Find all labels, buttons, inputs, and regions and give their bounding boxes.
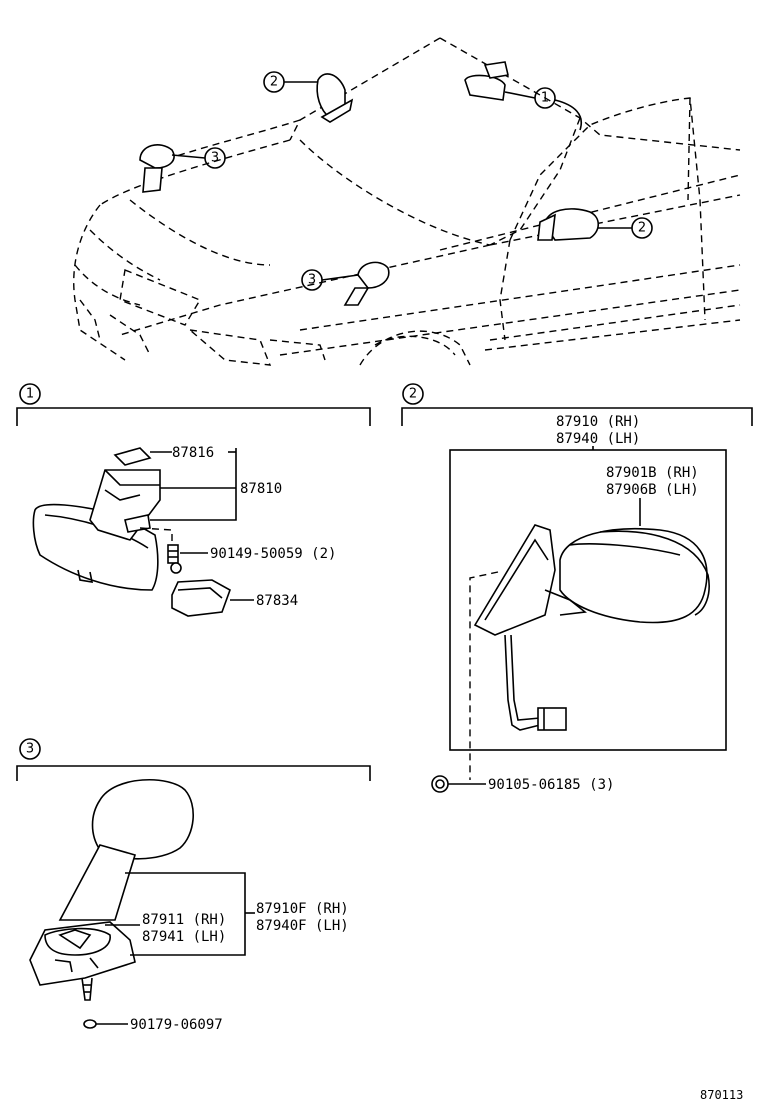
section-1-inner-mirror: 1 87816 87810 90149-50059 (2) 87834	[16, 383, 371, 617]
assembly-box	[449, 449, 727, 751]
assembly-87910-rh: 87910 (RH)	[556, 414, 640, 430]
screw-90105-06185: 90105-06185 (3)	[488, 777, 614, 793]
section-2-marker	[402, 383, 424, 405]
callout-2-right-label: 2	[638, 221, 646, 236]
sub-87906b-lh: 87906B (LH)	[606, 482, 699, 498]
overview-mirrors	[139, 61, 600, 306]
overview-callouts: 2 1 3 2 3	[171, 71, 653, 291]
part-87816: 87816	[172, 445, 214, 461]
section-2-number: 2	[409, 387, 417, 402]
part-87810: 87810	[240, 481, 282, 497]
sub-87941-lh: 87941 (LH)	[142, 929, 226, 945]
assembly-87910f-rh: 87910F (RH)	[256, 901, 349, 917]
callout-2-label: 2	[270, 75, 278, 90]
section-2-outer-mirror: 2 87910 (RH) 87940 (LH) 87901B (RH) 8790…	[401, 383, 753, 793]
sub-87911-rh: 87911 (RH)	[142, 912, 226, 928]
car-overview	[73, 37, 741, 366]
section-3-fender-mirror: 3 90179-06097 87911 (RH) 87941 (LH) 8791…	[16, 738, 371, 1033]
section-1-number: 1	[26, 387, 34, 402]
part-87834: 87834	[256, 593, 298, 609]
nut-90179-06097: 90179-06097	[130, 1017, 223, 1033]
part-90149-50059: 90149-50059 (2)	[210, 546, 336, 562]
figure-code: 870113	[700, 1088, 743, 1102]
section-3-number: 3	[26, 742, 34, 757]
callout-3-center-label: 3	[308, 273, 316, 288]
sub-87901b-rh: 87901B (RH)	[606, 465, 699, 481]
section-3-marker	[19, 738, 41, 760]
callout-3-label: 3	[211, 151, 219, 166]
callout-1-label: 1	[541, 91, 549, 106]
assembly-87940-lh: 87940 (LH)	[556, 431, 640, 447]
section-1-marker	[19, 383, 41, 405]
assembly-87940f-lh: 87940F (LH)	[256, 918, 349, 934]
